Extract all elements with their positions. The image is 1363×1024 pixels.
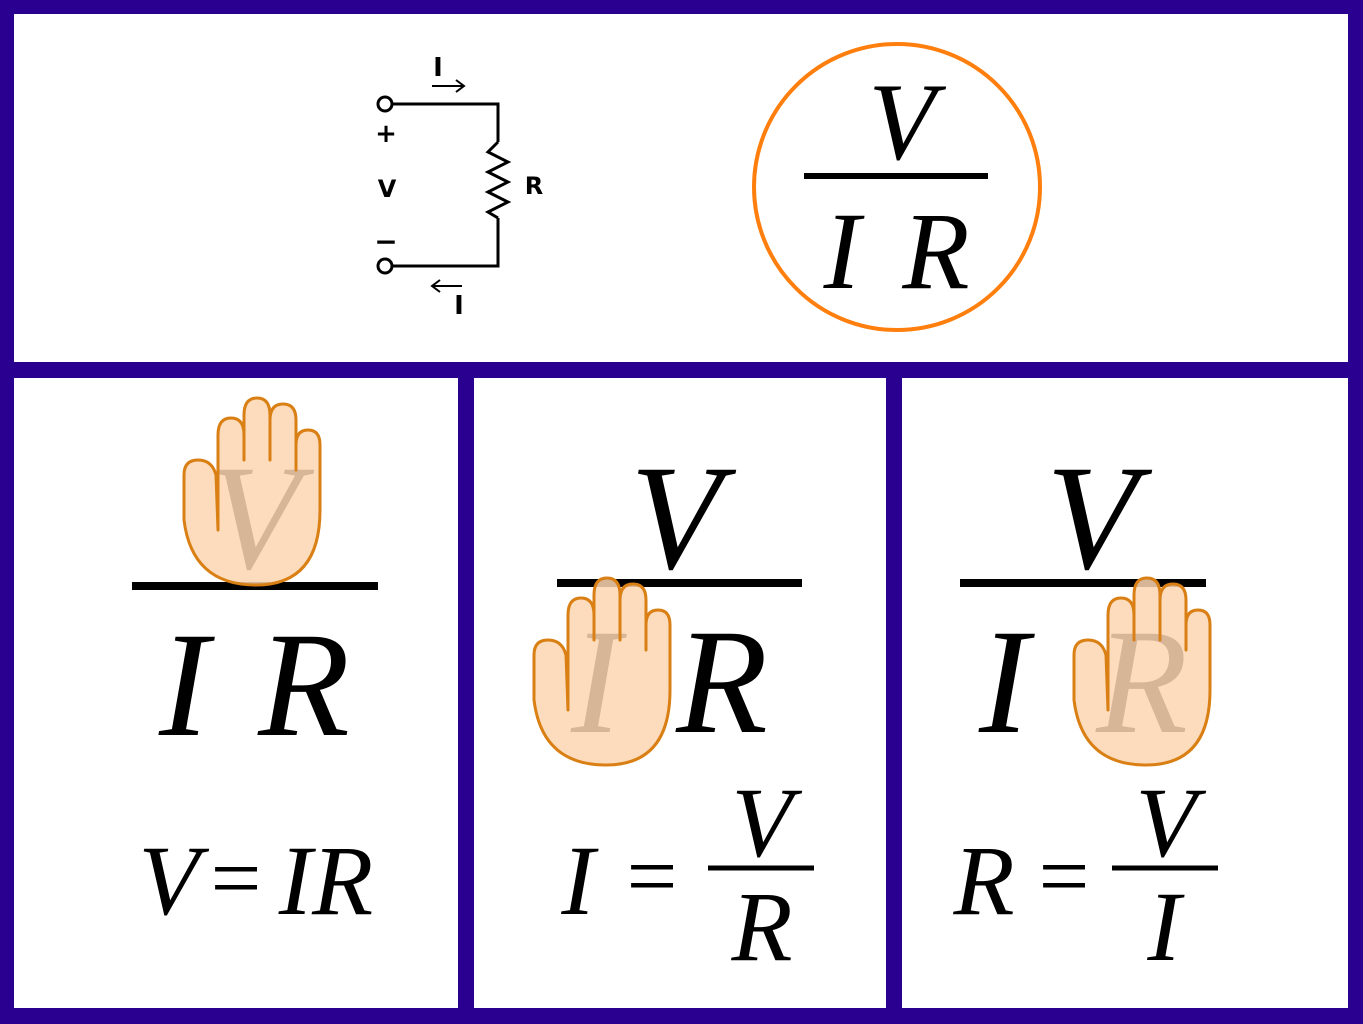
panel-v-denominator-r: R: [257, 602, 350, 768]
current-arrow-right-icon: [432, 79, 466, 93]
negative-terminal: [376, 257, 394, 275]
hand-cover-icon: [532, 576, 672, 767]
current-panel-graphics: V I R I = V R: [532, 435, 814, 982]
resistance-panel: V I R R = V I: [902, 378, 1348, 1008]
ohms-law-triangle: V I R: [752, 42, 1042, 332]
panel-i-frac-num: V: [731, 767, 802, 878]
bottom-wire: [392, 218, 500, 268]
resistor-label: R: [525, 172, 543, 200]
current-bottom-label: I: [454, 291, 464, 321]
hand-cover-icon: [182, 396, 322, 587]
positive-terminal: [376, 95, 394, 113]
voltage-panel-graphics: V I R V = IR: [132, 396, 378, 936]
hand-cover-icon: [1072, 576, 1212, 767]
panel-v-denominator-i: I: [158, 602, 215, 768]
circuit-diagram: I I + − V R: [374, 53, 543, 321]
plus-label: +: [375, 119, 397, 149]
panel-r-eq-sign: =: [1039, 827, 1090, 926]
highlight-circle: [752, 42, 1042, 332]
panel-i-numerator: V: [630, 435, 737, 601]
panel-r-denominator-i: I: [978, 599, 1035, 765]
triangle-denominator-i: I: [823, 190, 865, 312]
top-panel: I I + − V R V I R: [14, 14, 1348, 362]
resistor-zigzag: [484, 140, 512, 220]
panel-r-eq-lhs: R: [952, 825, 1014, 936]
top-panel-graphics: I I + − V R V I R: [374, 42, 1042, 332]
panel-v-eq-sign: =: [211, 829, 262, 928]
panel-i-eq-sign: =: [627, 827, 678, 926]
panel-v-eq-lhs: V: [138, 825, 209, 936]
panel-i-eq-lhs: I: [560, 825, 599, 936]
top-wire: [392, 102, 500, 142]
voltage-label: V: [378, 175, 397, 203]
triangle-numerator: V: [868, 61, 946, 183]
current-arrow-left-icon: [430, 279, 462, 293]
panel-r-frac-den: I: [1146, 871, 1185, 982]
panel-i-frac-den: R: [730, 871, 792, 982]
panel-r-frac-num: V: [1135, 767, 1206, 878]
current-panel: V I R I = V R: [474, 378, 886, 1008]
triangle-denominator-r: R: [901, 190, 969, 312]
minus-label: −: [374, 225, 397, 258]
panel-i-denominator-r: R: [675, 599, 768, 765]
panel-v-eq-rhs: IR: [278, 825, 373, 936]
panel-r-numerator: V: [1046, 435, 1153, 601]
current-top-label: I: [433, 53, 443, 83]
resistance-panel-graphics: V I R R = V I: [952, 435, 1218, 982]
voltage-panel: V I R V = IR: [14, 378, 458, 1008]
